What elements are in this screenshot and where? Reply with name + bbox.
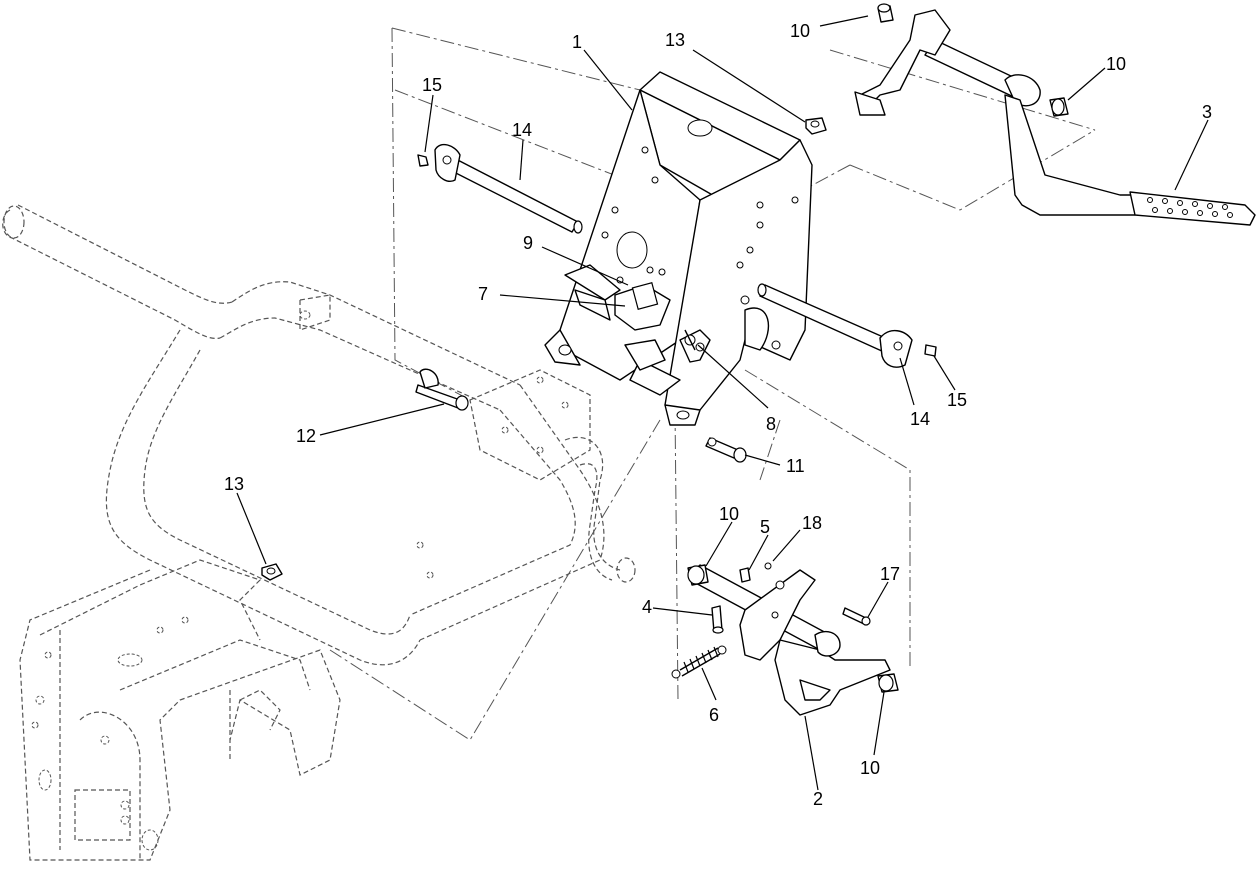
callout-14-bottom: 14 bbox=[910, 409, 930, 429]
callout-5: 5 bbox=[760, 517, 770, 537]
callout-10-mid: 10 bbox=[719, 504, 739, 524]
screw-part-18 bbox=[764, 562, 772, 570]
callout-10-bottom: 10 bbox=[860, 758, 880, 778]
bolt-part-11 bbox=[705, 437, 747, 463]
pin-part-4 bbox=[711, 605, 724, 634]
bolt-part-8 bbox=[684, 329, 696, 351]
callout-17: 17 bbox=[880, 564, 900, 584]
pedal-mount-bracket-part-1 bbox=[544, 71, 813, 426]
callout-12: 12 bbox=[296, 426, 316, 446]
tread-dots bbox=[1147, 197, 1233, 218]
bushing-part-10-mid bbox=[687, 564, 709, 586]
callout-14-top: 14 bbox=[512, 120, 532, 140]
nut-part-13-lower bbox=[261, 563, 283, 581]
callout-8: 8 bbox=[766, 414, 776, 434]
switch-bracket-part-9 bbox=[564, 264, 621, 321]
bushing-part-10-top-right bbox=[1049, 97, 1069, 117]
callout-3: 3 bbox=[1202, 102, 1212, 122]
bolt-part-17 bbox=[842, 607, 871, 626]
pivot-pin-part-14-lower bbox=[757, 283, 913, 368]
callout-10-top-right: 10 bbox=[1106, 54, 1126, 74]
callout-18: 18 bbox=[802, 513, 822, 533]
bushing-part-10-top-left bbox=[877, 3, 894, 23]
callout-15-bottom: 15 bbox=[947, 390, 967, 410]
bushing-part-10-bottom bbox=[877, 673, 899, 693]
phantom-assembly-lines bbox=[329, 27, 1096, 741]
leader-lines bbox=[236, 15, 1209, 791]
bolt-part-12 bbox=[415, 368, 469, 411]
callout-13-bottom: 13 bbox=[224, 474, 244, 494]
callout-4: 4 bbox=[642, 597, 652, 617]
retainer-part-15 bbox=[417, 154, 937, 357]
callout-10-top-left: 10 bbox=[790, 21, 810, 41]
pivot-pin-part-14-upper bbox=[434, 143, 583, 234]
callout-7: 7 bbox=[478, 284, 488, 304]
callout-13-top: 13 bbox=[665, 30, 685, 50]
callout-1: 1 bbox=[572, 32, 582, 52]
callout-9: 9 bbox=[523, 233, 533, 253]
spring-part-6 bbox=[671, 645, 727, 679]
nut-part-13-upper bbox=[805, 117, 827, 135]
pedal-assembly-part-3 bbox=[854, 9, 1256, 226]
pedal-assembly-part-2 bbox=[689, 564, 891, 716]
switch-part-7 bbox=[614, 282, 671, 371]
callout-11: 11 bbox=[786, 456, 805, 476]
callout-2: 2 bbox=[813, 789, 823, 809]
callout-6: 6 bbox=[709, 705, 719, 725]
chassis-frame-ghost bbox=[2, 204, 636, 861]
clip-part-5 bbox=[739, 567, 751, 583]
callout-15-top: 15 bbox=[422, 75, 442, 95]
callout-labels: 1 2 3 4 5 6 7 8 9 10 10 10 10 11 12 13 1… bbox=[224, 21, 1212, 809]
